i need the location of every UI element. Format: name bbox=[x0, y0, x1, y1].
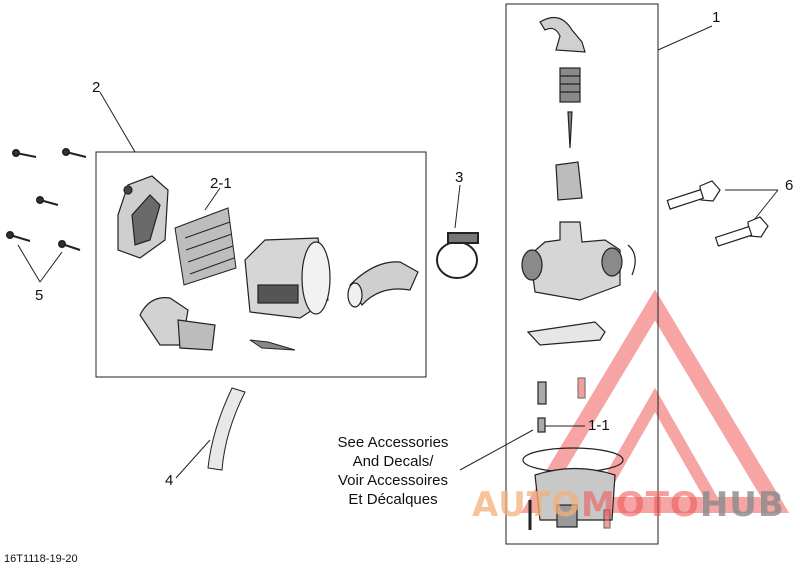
callout-1: 1 bbox=[712, 9, 720, 26]
callout-2-1: 2-1 bbox=[210, 175, 232, 192]
callout-1-1: 1-1 bbox=[588, 417, 610, 434]
callout-5: 5 bbox=[35, 287, 43, 304]
vent-hose bbox=[207, 387, 246, 471]
screws-5 bbox=[6, 148, 87, 251]
note-line-3: Voir Accessoires bbox=[338, 472, 448, 489]
callout-6: 6 bbox=[785, 177, 793, 194]
accessories-note: See Accessories And Decals/ Voir Accesso… bbox=[338, 434, 449, 508]
air-filter bbox=[174, 207, 237, 286]
hose-clamp bbox=[436, 232, 479, 279]
note-line-4: Et Décalques bbox=[348, 491, 437, 508]
watermark-logo bbox=[520, 289, 790, 513]
intake-boot bbox=[347, 261, 419, 308]
note-line-1: See Accessories bbox=[338, 434, 449, 451]
callout-3: 3 bbox=[455, 169, 463, 186]
diagram-code: 16T1118-19-20 bbox=[4, 553, 78, 565]
airbox-housing bbox=[117, 175, 169, 259]
callout-2: 2 bbox=[92, 79, 100, 96]
bolts-6 bbox=[666, 180, 769, 247]
part-2-box bbox=[95, 151, 427, 378]
carburetor-parts bbox=[521, 16, 636, 530]
watermark-text: AUTOMOTOHUB bbox=[472, 485, 785, 525]
small-clip bbox=[249, 339, 296, 351]
part-1-box bbox=[505, 3, 659, 545]
airbox-cover bbox=[244, 237, 331, 319]
note-line-2: And Decals/ bbox=[353, 453, 435, 470]
lower-duct bbox=[139, 297, 216, 351]
watermark-part-hub: HUB bbox=[700, 485, 785, 525]
callout-4: 4 bbox=[165, 472, 173, 489]
watermark-part-auto: AUTO bbox=[472, 485, 581, 525]
leader-lines bbox=[17, 25, 779, 479]
watermark-part-moto: MOTO bbox=[581, 485, 700, 525]
